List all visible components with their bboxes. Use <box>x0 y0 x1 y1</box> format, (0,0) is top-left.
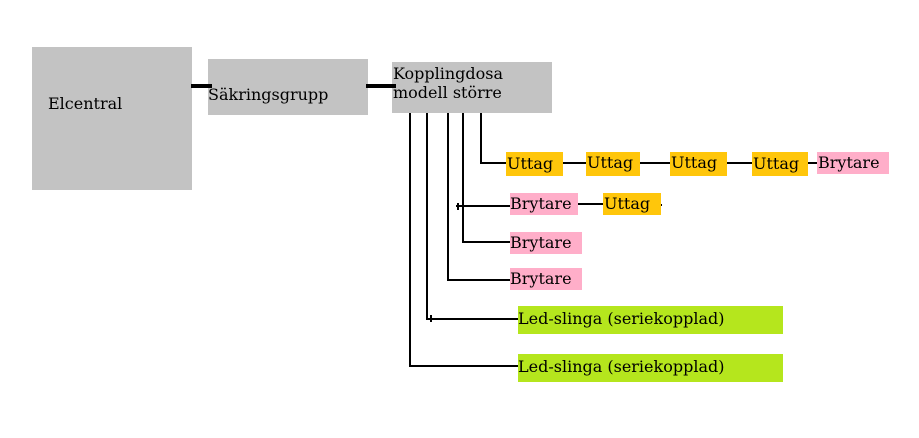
row1-outlet-3-label: Uttag <box>671 153 718 172</box>
row2-outlet-label: Uttag <box>604 194 651 213</box>
row1-outlet-1: Uttag <box>506 152 563 176</box>
sakringsgrupp-label: Säkringsgrupp <box>208 85 329 104</box>
row5-led-strip-label: Led-slinga (seriekopplad) <box>518 309 725 328</box>
row1-outlet-1-label: Uttag <box>507 154 554 173</box>
row4-switch: Brytare <box>510 268 582 290</box>
row2-switch: Brytare <box>510 193 578 215</box>
row1-outlet-3: Uttag <box>670 152 727 176</box>
sakringsgrupp-box: Säkringsgrupp <box>208 59 368 115</box>
row6-led-strip-label: Led-slinga (seriekopplad) <box>518 357 725 376</box>
row1-outlet-4: Uttag <box>752 152 808 176</box>
kopplingdosa-label-line2: modell större <box>393 83 502 102</box>
wire-row2-row3-feed <box>462 113 510 243</box>
wire-row4-feed <box>447 113 510 281</box>
elcentral-label: Elcentral <box>48 94 123 113</box>
row2-outlet: Uttag <box>603 193 661 215</box>
row3-switch: Brytare <box>510 232 582 254</box>
row1-outlet-2: Uttag <box>586 152 640 176</box>
wire-row5-feed <box>426 113 518 320</box>
row6-led-strip: Led-slinga (seriekopplad) <box>518 354 783 382</box>
row2-switch-label: Brytare <box>510 194 572 213</box>
row1-switch-label: Brytare <box>818 153 880 172</box>
wire-row6-feed <box>409 113 518 367</box>
elcentral-box: Elcentral <box>32 47 192 190</box>
row1-switch: Brytare <box>817 152 889 174</box>
row4-switch-label: Brytare <box>510 269 572 288</box>
row3-switch-label: Brytare <box>510 233 572 252</box>
row5-led-strip: Led-slinga (seriekopplad) <box>518 306 783 334</box>
row1-outlet-2-label: Uttag <box>587 153 634 172</box>
row1-outlet-4-label: Uttag <box>753 154 800 173</box>
kopplingdosa-box: Kopplingdosa modell större <box>392 62 552 113</box>
kopplingdosa-label-line1: Kopplingdosa <box>393 64 504 83</box>
wire-row1-feed <box>480 113 506 164</box>
